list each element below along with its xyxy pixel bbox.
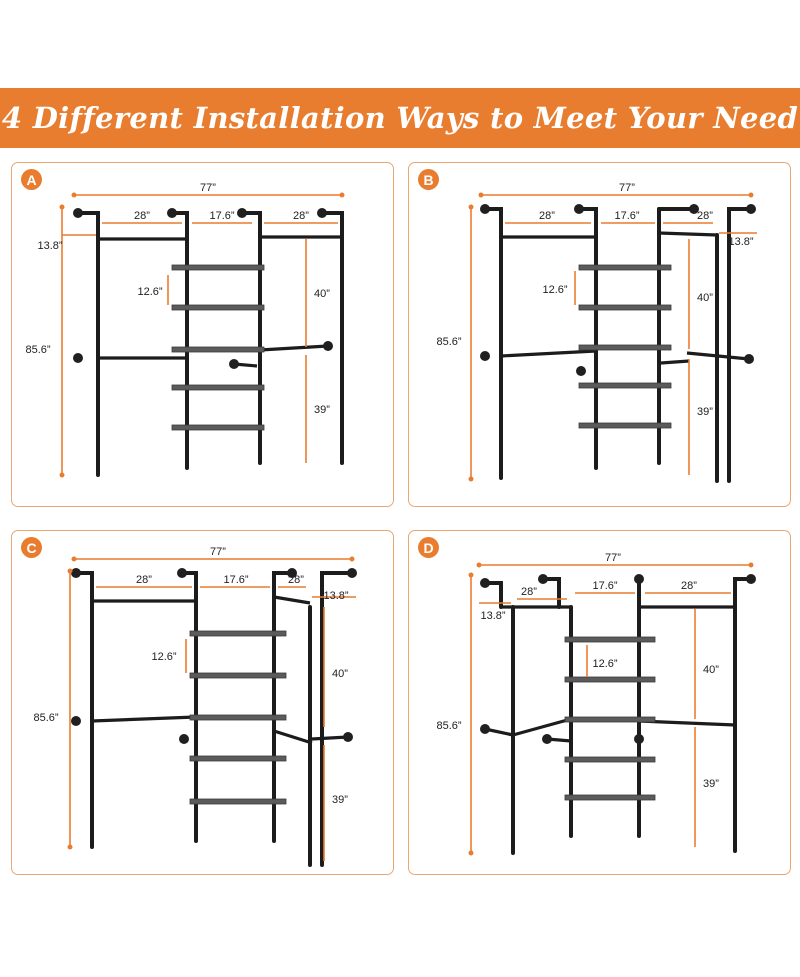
dim-middle-width: 17.6” — [614, 210, 639, 222]
rack-diagram-d: 77” 28” 17.6” 28” 13.8” 12.6” 40” 39” 85… — [436, 552, 756, 856]
dim-left-width: 28” — [136, 574, 152, 586]
flanges — [71, 568, 357, 744]
panel-badge-c: C — [21, 537, 42, 558]
dimension-lines — [67, 556, 356, 861]
dim-lower-height: 39” — [314, 404, 330, 416]
rack-diagram-b: 77” 28” 17.6” 28” 13.8” 12.6” 40” 39” 85… — [436, 182, 757, 483]
dim-side-depth: 13.8” — [728, 236, 753, 248]
dim-middle-width: 17.6” — [223, 574, 248, 586]
installation-panel-b: B — [408, 162, 791, 507]
dim-left-width: 28” — [134, 210, 150, 222]
dim-left-width: 28” — [539, 210, 555, 222]
dim-lower-height: 39” — [697, 406, 713, 418]
dim-middle-width: 17.6” — [209, 210, 234, 222]
shelves — [578, 264, 672, 429]
dim-total-width: 77” — [210, 546, 226, 558]
dim-total-height: 85.6” — [436, 720, 461, 732]
dim-shelf-gap: 12.6” — [592, 658, 617, 670]
dim-total-width: 77” — [619, 182, 635, 194]
dim-upper-height: 40” — [703, 664, 719, 676]
dim-right-width: 28” — [697, 210, 713, 222]
dim-upper-height: 40” — [697, 292, 713, 304]
dim-shelf-gap: 12.6” — [542, 284, 567, 296]
flanges — [73, 208, 333, 369]
dim-side-depth: 13.8” — [37, 240, 62, 252]
dim-total-height: 85.6” — [25, 344, 50, 356]
flanges — [480, 204, 756, 376]
shelves — [564, 636, 656, 801]
dim-shelf-gap: 12.6” — [137, 286, 162, 298]
installation-panel-d: D — [408, 530, 791, 875]
dim-upper-height: 40” — [314, 288, 330, 300]
header-banner: 4 Different Installation Ways to Meet Yo… — [0, 88, 800, 148]
dim-total-width: 77” — [605, 552, 621, 564]
rack-diagram-c: 77” 28” 17.6” 28” 13.8” 12.6” 40” 39” 85… — [33, 546, 357, 867]
dim-lower-height: 39” — [332, 794, 348, 806]
dim-upper-height: 40” — [332, 668, 348, 680]
installation-panel-c: C — [11, 530, 394, 875]
dim-lower-height: 39” — [703, 778, 719, 790]
shelves — [189, 630, 287, 805]
panel-badge-a: A — [21, 169, 42, 190]
rack-diagram-a: 77” 28” 17.6” 28” 13.8” 12.6” 40” 39” 85… — [25, 182, 345, 478]
dimension-lines — [468, 192, 757, 482]
dim-total-height: 85.6” — [436, 336, 461, 348]
pipe-frame — [483, 577, 753, 855]
page-title: 4 Different Installation Ways to Meet Yo… — [1, 101, 799, 135]
flanges — [480, 574, 756, 744]
panel-badge-b: B — [418, 169, 439, 190]
dim-left-width: 28” — [521, 586, 537, 598]
pipe-frame — [74, 571, 354, 867]
shelves — [171, 264, 265, 431]
dimension-lines — [468, 562, 754, 856]
dimension-lines — [59, 192, 345, 478]
installation-panel-a: A — [11, 162, 394, 507]
dim-right-width: 28” — [681, 580, 697, 592]
dim-right-width: 28” — [293, 210, 309, 222]
dim-side-depth: 13.8” — [323, 590, 348, 602]
dim-right-width: 28” — [288, 574, 304, 586]
dim-total-height: 85.6” — [33, 712, 58, 724]
panel-badge-d: D — [418, 537, 439, 558]
dim-total-width: 77” — [200, 182, 216, 194]
dim-shelf-gap: 12.6” — [151, 651, 176, 663]
pipe-frame — [76, 211, 344, 477]
dim-side-depth: 13.8” — [480, 610, 505, 622]
dim-middle-width: 17.6” — [592, 580, 617, 592]
pipe-frame — [483, 207, 753, 483]
